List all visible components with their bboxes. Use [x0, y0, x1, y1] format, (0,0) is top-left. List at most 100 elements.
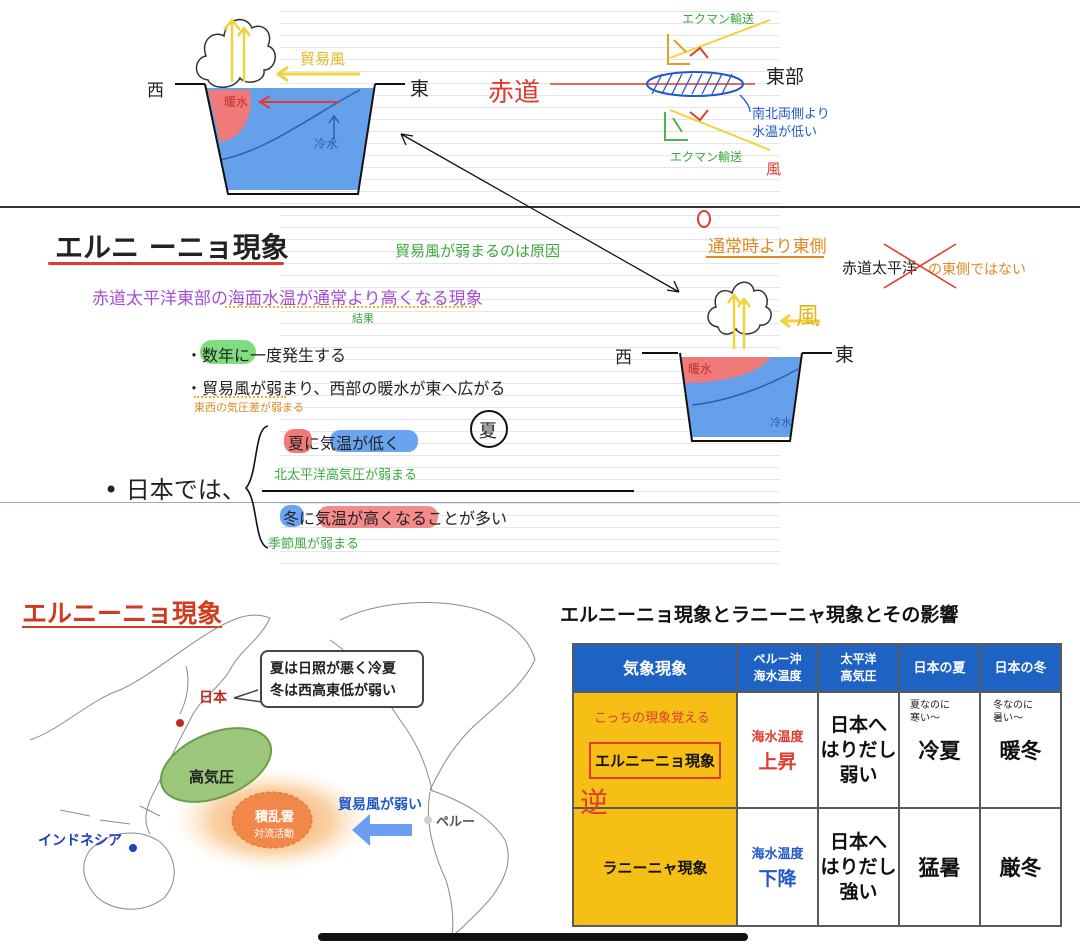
header-japan-winter: 日本の冬: [979, 643, 1062, 693]
table-row: 逆 ラニーニャ現象 海水温度 下降 日本へ はりだし 強い 猛暑 厳冬: [572, 786, 1062, 927]
winter-effect: 冬に気温が高くなることが多い: [283, 509, 508, 528]
header-peru-sea: ペルー沖 海水温度: [736, 643, 819, 693]
ocean-cross-section-elnino: [642, 281, 832, 442]
trade-wind-arrow: [352, 814, 412, 846]
winter-highlight-blue: [280, 505, 304, 527]
winter-cell: 冬なのに 暑い〜 暖冬: [979, 691, 1062, 809]
than-usual-underline: [706, 256, 824, 258]
phenomenon-cell: こっちの現象覚える エルニーニョ現象: [572, 691, 738, 809]
label-west: 西: [147, 81, 164, 101]
red-small-circle: [697, 210, 711, 228]
warm-water-label: 暖水: [224, 95, 249, 109]
bullet-1: ・数年に一度発生する: [186, 346, 347, 365]
sea-temp-cell: 海水温度 下降: [736, 807, 819, 927]
japan-line: [262, 490, 634, 492]
right-note-b: の東側ではない: [928, 262, 1026, 278]
map-title: エルニーニョ現象: [22, 599, 223, 628]
ekman-bottom-label: エクマン輸送: [670, 150, 743, 164]
section-divider-2: [0, 502, 1080, 503]
callout-pointer: [233, 689, 263, 703]
comparison-arrow: [400, 133, 680, 293]
trade-weak-label: 貿易風が弱い: [338, 797, 422, 813]
summer-value: 猛暑: [918, 856, 961, 880]
cumulonimbus-blob: [231, 791, 313, 849]
peru-label: ペルー: [436, 815, 476, 830]
cool-note-2: 水温が低い: [752, 125, 818, 140]
summer-highlight-red: [284, 429, 312, 453]
winter-cause: 季節風が弱まる: [268, 537, 360, 552]
japan-dot: [176, 719, 184, 727]
than-usual-east: 通常時より東側: [708, 237, 827, 257]
sea-temp-cell: 海水温度 上昇: [736, 691, 819, 809]
table-header-row: 気象現象 ペルー沖 海水温度 太平洋 高気圧 日本の夏 日本の冬: [572, 643, 1062, 693]
callout-box: 夏は日照が悪く冷夏 冬は西高東低が弱い: [260, 650, 424, 708]
summer-circle: [470, 410, 508, 448]
home-indicator[interactable]: [318, 933, 748, 941]
warm-water-label-2: 暖水: [688, 362, 713, 376]
pacific-high-cell: 日本へ はりだし 弱い: [817, 691, 900, 809]
high-pressure-blob: [159, 727, 273, 803]
definition-text: 赤道太平洋東部の海面水温が通常より高くなる現象: [92, 289, 483, 309]
winter-value: 厳冬: [999, 856, 1042, 880]
ocean-cross-section-normal: [175, 17, 405, 195]
convection-label: 対流活動: [254, 829, 294, 840]
header-pacific-high: 太平洋 高気圧: [817, 643, 900, 693]
summer-cell: 猛暑: [898, 807, 981, 927]
japan-effects-label: • 日本では、: [104, 476, 246, 504]
west-label-2: 西: [615, 348, 632, 368]
japan-label: 日本: [199, 690, 227, 706]
summer-value: 冷夏: [918, 739, 961, 763]
summer-cell: 夏なのに 寒い〜 冷夏: [898, 691, 981, 809]
equator-diagram: [550, 19, 771, 151]
effects-table: 気象現象 ペルー沖 海水温度 太平洋 高気圧 日本の夏 日本の冬 こっちの現象覚…: [572, 643, 1062, 927]
east-label-2: 東: [835, 344, 855, 366]
summer-cause: 北太平洋高気圧が弱まる: [274, 468, 418, 483]
summer-highlight-blue: [330, 430, 418, 452]
definition-underline: [225, 306, 475, 308]
label-east: 東: [410, 78, 430, 100]
memo-note: こっちの現象覚える: [594, 711, 710, 726]
ekman-top-label: エクマン輸送: [682, 12, 755, 26]
cold-water-label: 冷水: [314, 137, 339, 151]
sea-temp-value: 上昇: [758, 751, 797, 773]
cool-note-1: 南北両側より: [752, 107, 830, 122]
equator-label: 赤道: [488, 78, 541, 108]
pressure-note: 東西の気圧差が弱まる: [194, 401, 304, 414]
wind-label-2: 風: [796, 302, 820, 330]
summer-effect: 夏に気温が低く: [288, 434, 401, 453]
trade-weak-cause-note: 貿易風が弱まるのは原因: [395, 242, 561, 260]
summer-handnote: 夏なのに 寒い〜: [910, 700, 950, 724]
peru-dot: [424, 816, 432, 824]
callout-line-2: 冬は西高東低が弱い: [270, 683, 396, 699]
indonesia-dot: [129, 844, 137, 852]
gyaku-note: 逆: [580, 786, 609, 819]
highlight-green: [200, 340, 256, 364]
cold-water-label-2: 冷水: [770, 416, 792, 429]
world-map: [29, 602, 536, 937]
indonesia-label: インドネシア: [38, 833, 122, 849]
winter-highlight-red: [318, 506, 438, 528]
pacific-high-cell: 日本へ はりだし 強い: [817, 807, 900, 927]
sea-temp-label: 海水温度: [751, 730, 804, 745]
trade-wind-label: 貿易風: [300, 50, 346, 68]
title-underline: [48, 262, 284, 265]
brace: [244, 425, 269, 549]
sea-temp-value: 下降: [758, 868, 797, 890]
callout-line-1: 夏は日照が悪く冷夏: [270, 661, 396, 677]
cross-out-mark: [883, 243, 957, 289]
table-row: こっちの現象覚える エルニーニョ現象 海水温度 上昇 日本へ はりだし 弱い 夏…: [572, 691, 1062, 809]
header-phenomenon: 気象現象: [572, 643, 738, 693]
high-pressure-label: 高気圧: [189, 768, 235, 786]
handwritten-notes: 西 東 貿易風 暖水 冷水 赤道 エクマン輸送 東部 南北両側より 水温が低い …: [0, 0, 1080, 568]
map-panel: エルニーニョ現象: [0, 580, 545, 940]
winter-value: 暖冬: [999, 739, 1042, 763]
winter-handnote: 冬なのに 暑い〜: [993, 700, 1033, 724]
header-japan-summer: 日本の夏: [898, 643, 981, 693]
notes-title: エルニ ーニョ現象: [55, 231, 289, 264]
elnino-boxed: エルニーニョ現象: [588, 741, 721, 779]
table-title: エルニーニョ現象とラニーニャ現象とその影響: [560, 604, 959, 626]
section-divider: [0, 206, 1080, 208]
phenomenon-cell: 逆 ラニーニャ現象: [572, 786, 738, 927]
east-part-label: 東部: [766, 66, 805, 88]
wind-label-small: 風: [766, 160, 782, 178]
